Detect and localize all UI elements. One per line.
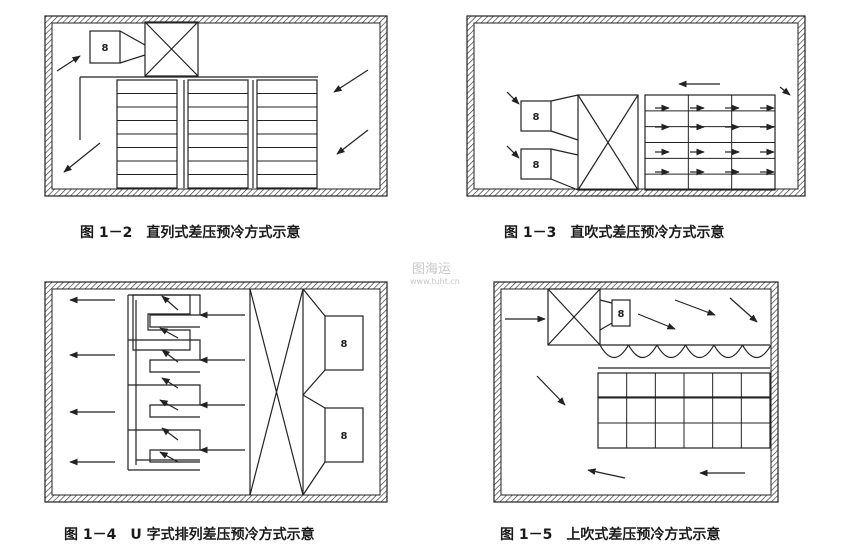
line [550, 178, 579, 191]
u-duct-channel [128, 384, 201, 418]
fan-symbol: 8 [533, 160, 540, 171]
figure-1-2-caption: 图 1－2 直列式差压预冷方式示意 [80, 225, 301, 241]
wall-outer-edge [44, 281, 388, 503]
fan-symbol: 8 [533, 112, 540, 123]
line [302, 461, 326, 496]
wall-inner-edge [473, 22, 799, 190]
coil-cross [249, 288, 304, 496]
airflow-arrow [729, 297, 758, 323]
figure-1-5-caption: 图 1－5 上吹式差压预冷方式示意 [500, 527, 721, 543]
coil-cross [144, 21, 199, 77]
airflow-arrow [536, 375, 566, 406]
line [302, 394, 326, 409]
u-duct-channel [128, 339, 201, 373]
airflow-arrow [779, 86, 791, 96]
fan-unit [611, 299, 631, 327]
air-curtain-arc [713, 344, 744, 359]
airflow-arrow [161, 377, 179, 389]
airflow-arrow [161, 427, 179, 441]
line [550, 94, 579, 102]
line [119, 54, 146, 64]
coil-cross [577, 94, 639, 191]
airflow-arrow [506, 145, 520, 159]
coil-cross [547, 288, 601, 346]
insulated-wall [467, 16, 805, 196]
airflow-arrow [159, 399, 179, 411]
air-curtain-arc [599, 344, 630, 359]
air-curtain-arc [741, 344, 772, 359]
fan-unit [89, 30, 121, 64]
text-layer: 8 8 8 8 8 8 [102, 43, 625, 442]
line [599, 322, 613, 331]
fan-symbol: 8 [102, 43, 109, 54]
airflow-arrow [637, 313, 676, 330]
line [119, 30, 146, 46]
line [302, 288, 326, 317]
air-curtain-arc [627, 344, 658, 359]
fan-unit [520, 100, 552, 132]
u-duct-channel [128, 429, 201, 463]
fan-symbol: 8 [618, 309, 625, 320]
insulated-wall [494, 282, 778, 502]
u-duct [132, 294, 191, 351]
insulated-wall [45, 16, 387, 196]
fan-symbol: 8 [341, 431, 348, 442]
cooling-coil [547, 288, 601, 346]
airflow-arrow [63, 142, 101, 173]
lines-layer [56, 21, 791, 496]
fan-unit [520, 148, 552, 180]
line [550, 130, 579, 141]
airflow-arrow [674, 299, 716, 316]
u-duct-channel [128, 294, 201, 328]
line [302, 369, 326, 396]
walls-layer [44, 15, 806, 503]
airflow-arrow [161, 349, 179, 363]
wall-inner-edge [500, 288, 772, 496]
watermark-logo: 图海运 [412, 262, 452, 277]
airflow-arrow [159, 327, 179, 339]
figure-1-3-caption: 图 1－3 直吹式差压预冷方式示意 [504, 225, 725, 241]
wall-outer-edge [466, 15, 806, 197]
cooling-coil [577, 94, 639, 191]
air-curtain-arc [656, 344, 687, 359]
fan-symbol: 8 [341, 339, 348, 350]
airflow-arrow [587, 468, 626, 479]
wall-inner-edge [51, 288, 381, 496]
wall-outer-edge [44, 15, 388, 197]
watermark-url: www.tuht.cn [410, 277, 460, 286]
line [550, 148, 579, 156]
airflow-arrow [506, 91, 520, 105]
cooling-coil [144, 21, 199, 77]
wall-inner-edge [51, 22, 381, 190]
airflow-arrow [336, 129, 369, 155]
wall-outer-edge [493, 281, 779, 503]
line [599, 299, 613, 304]
fan-unit [324, 315, 364, 371]
airflow-arrow [159, 451, 179, 463]
airflow-arrow [161, 295, 179, 311]
airflow-arrow [56, 55, 81, 72]
figure-1-4-caption: 图 1－4 U 字式排列差压预冷方式示意 [64, 527, 315, 543]
fan-unit [324, 407, 364, 463]
air-curtain-arc [684, 344, 715, 359]
airflow-arrow [333, 69, 369, 93]
